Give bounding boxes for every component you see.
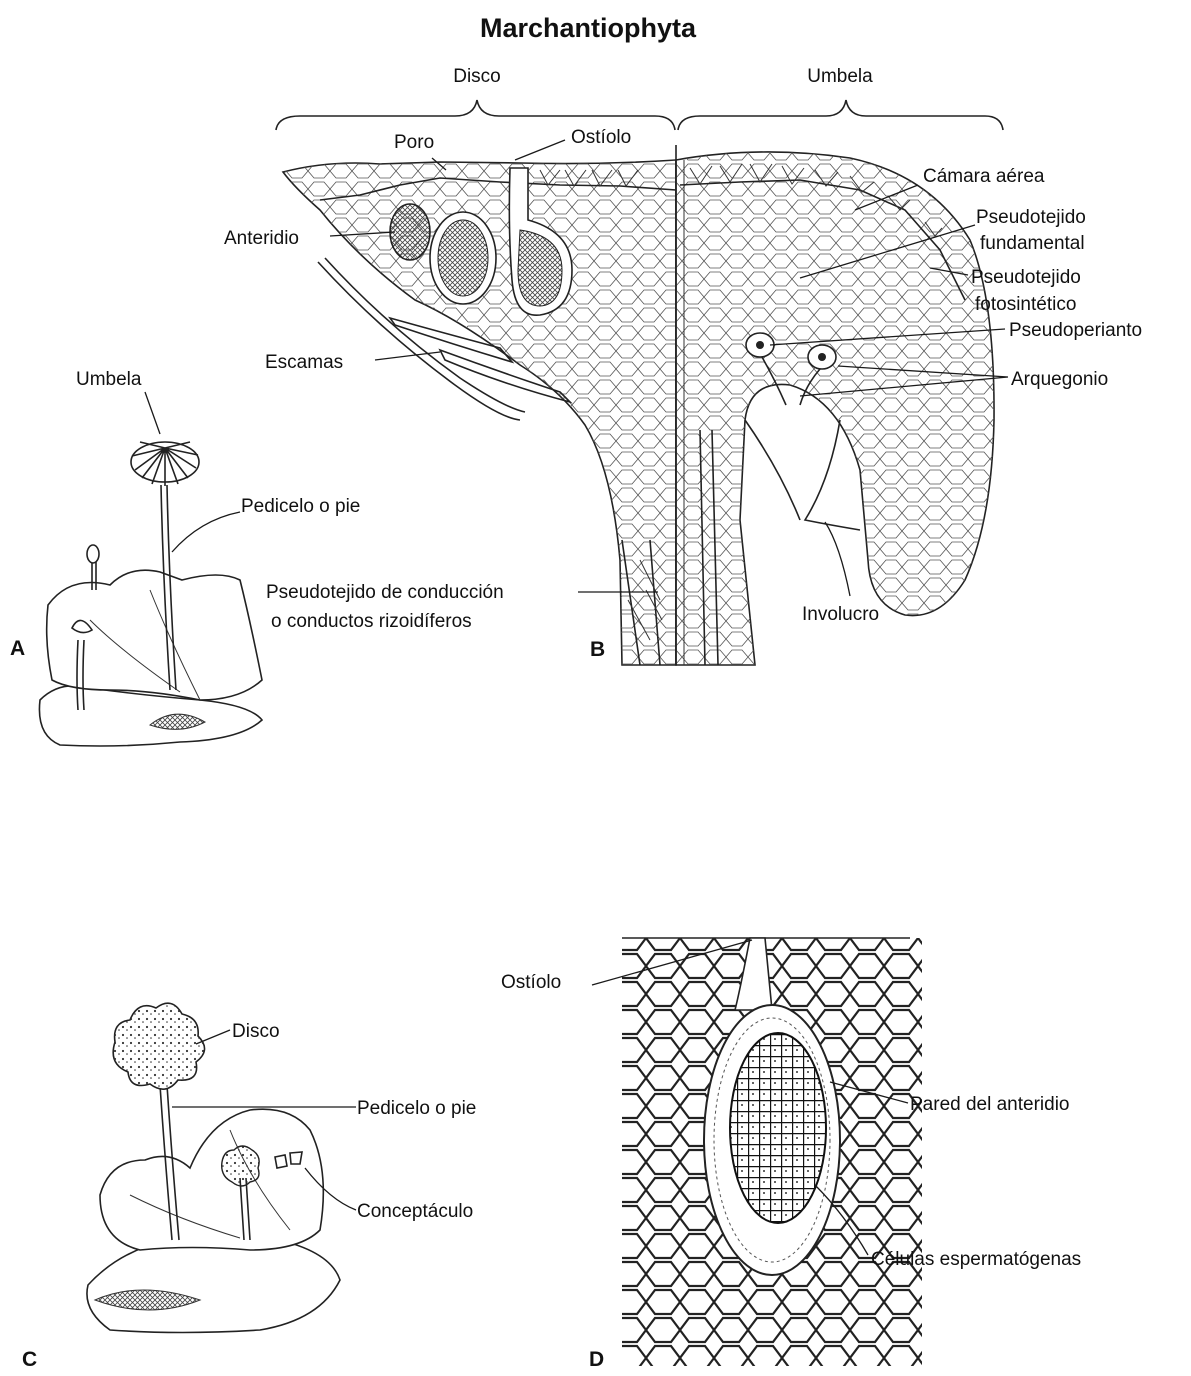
label-pseudotejido-foto-1: Pseudotejido bbox=[971, 267, 1081, 288]
label-pseudotejido-fund-2: fundamental bbox=[980, 233, 1085, 254]
anteridio-2 bbox=[438, 220, 488, 296]
leader-disco-c bbox=[196, 1030, 230, 1044]
label-camara-aerea: Cámara aérea bbox=[923, 166, 1045, 187]
label-pseudotejido-foto-2: fotosintético bbox=[975, 294, 1076, 315]
label-ostiolo-b: Ostíolo bbox=[571, 127, 631, 148]
umbela-brace bbox=[678, 100, 1003, 130]
involucro-shape bbox=[745, 420, 860, 530]
thallus-base-c bbox=[87, 1234, 340, 1332]
label-anteridio: Anteridio bbox=[224, 228, 299, 249]
label-pedicelo-c: Pedicelo o pie bbox=[357, 1098, 476, 1119]
panel-label-a: A bbox=[10, 637, 25, 660]
celulas-espermatogenas-mass bbox=[730, 1033, 826, 1223]
panel-c-plant: Disco Pedicelo o pie Conceptáculo C bbox=[22, 1003, 476, 1371]
leader-pedicelo-a bbox=[172, 512, 240, 552]
label-pared-d: Pared del anteridio bbox=[910, 1094, 1070, 1115]
umbela-rays-a bbox=[131, 442, 199, 486]
panel-label-b: B bbox=[590, 638, 605, 661]
label-pseudotejido-fund-1: Pseudotejido bbox=[976, 207, 1086, 228]
panel-d-antheridium: Ostíolo Pared del anteridio Células espe… bbox=[501, 938, 1081, 1371]
label-conduccion-1: Pseudotejido de conducción bbox=[266, 582, 504, 603]
panel-a-plant: Umbela Pedicelo o pie A bbox=[10, 369, 360, 746]
label-arquegonio: Arquegonio bbox=[1011, 369, 1108, 390]
label-pseudoperianto: Pseudoperianto bbox=[1009, 320, 1142, 341]
panel-b-section: Disco Umbela Poro Ostíolo Cámara aérea A… bbox=[224, 66, 1142, 665]
label-celulas-d: Células espermatógenas bbox=[871, 1249, 1081, 1270]
label-disco-c: Disco bbox=[232, 1021, 280, 1042]
disco-brace bbox=[276, 100, 675, 130]
label-umbela-a: Umbela bbox=[76, 369, 142, 390]
panel-label-d: D bbox=[589, 1348, 604, 1371]
label-escamas: Escamas bbox=[265, 352, 343, 373]
label-ostiolo-d: Ostíolo bbox=[501, 972, 561, 993]
label-involucro: Involucro bbox=[802, 604, 879, 625]
label-disco: Disco bbox=[453, 66, 501, 87]
label-pedicelo-a: Pedicelo o pie bbox=[241, 496, 360, 517]
young-receptacle-a bbox=[87, 545, 99, 563]
disco-dots-c bbox=[113, 1003, 204, 1089]
anteridio-1 bbox=[390, 204, 430, 260]
thallus-lobe-a bbox=[47, 570, 262, 700]
figure-title: Marchantiophyta bbox=[480, 13, 697, 43]
label-umbela-b: Umbela bbox=[807, 66, 873, 87]
label-conduccion-2: o conductos rizoidíferos bbox=[271, 611, 472, 632]
label-conceptaculo: Conceptáculo bbox=[357, 1201, 473, 1222]
leader-umbela-a bbox=[145, 392, 160, 434]
label-poro: Poro bbox=[394, 132, 434, 153]
umbela-cell-texture bbox=[676, 152, 994, 665]
panel-label-c: C bbox=[22, 1348, 37, 1371]
